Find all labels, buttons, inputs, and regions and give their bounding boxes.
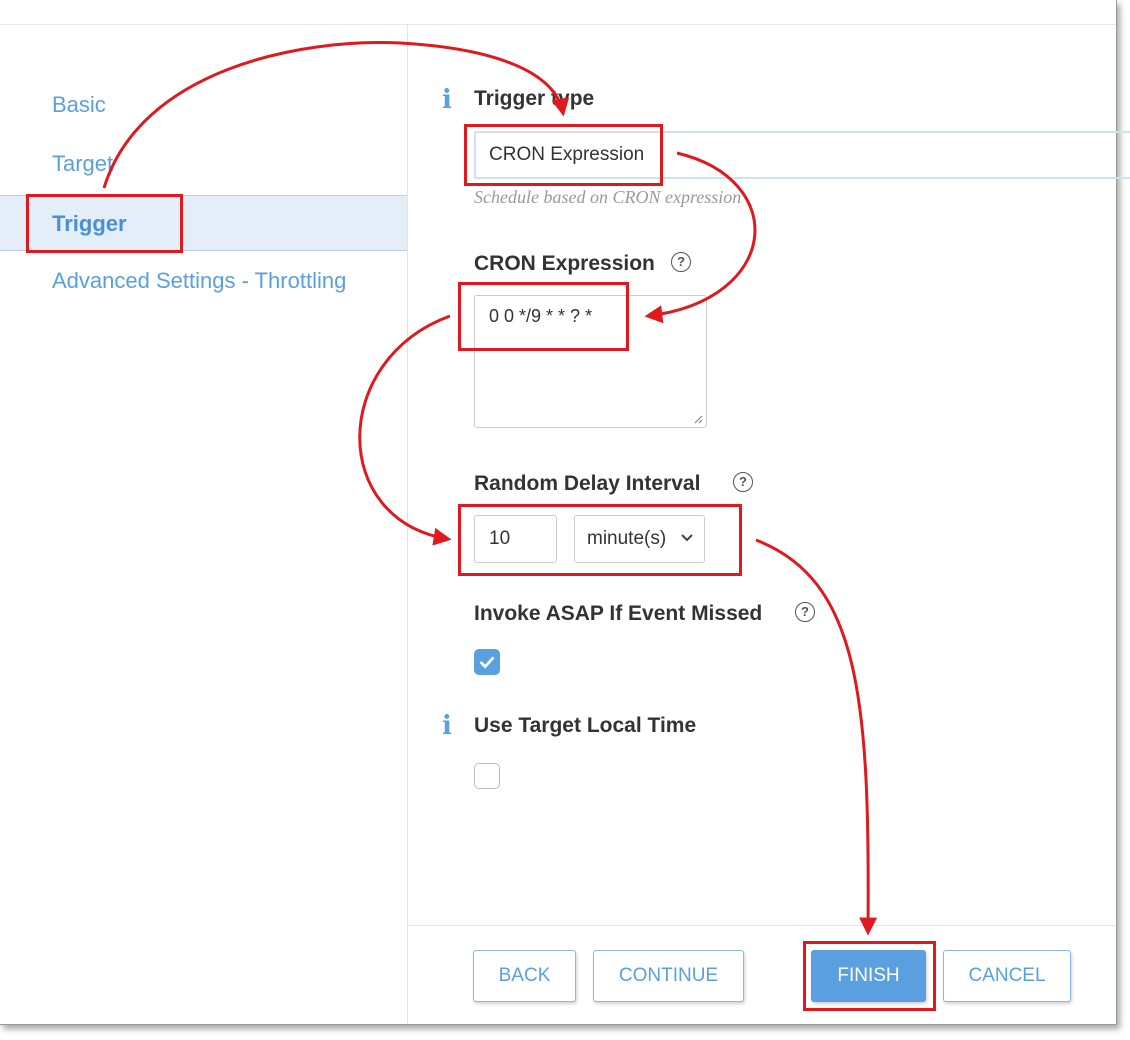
invoke-asap-label: Invoke ASAP If Event Missed <box>474 602 763 625</box>
help-icon[interactable]: ? <box>671 252 691 272</box>
info-icon[interactable]: i <box>442 711 452 741</box>
help-icon[interactable]: ? <box>795 602 815 622</box>
footer-divider <box>408 925 1116 926</box>
top-divider <box>0 24 1116 25</box>
cancel-button[interactable]: CANCEL <box>943 950 1071 1002</box>
back-button[interactable]: BACK <box>473 950 576 1002</box>
cron-expression-textarea[interactable]: 0 0 */9 * * ? * <box>474 295 707 428</box>
cron-expression-value: 0 0 */9 * * ? * <box>489 306 593 326</box>
sidebar-item-trigger[interactable]: Trigger <box>0 195 407 251</box>
use-local-time-checkbox[interactable] <box>474 763 500 789</box>
chevron-down-icon <box>681 534 693 542</box>
delay-unit-value: minute(s) <box>587 528 667 549</box>
sidebar-item-basic[interactable]: Basic <box>52 92 106 117</box>
finish-button[interactable]: FINISH <box>811 950 926 1002</box>
sidebar-item-target[interactable]: Target <box>52 151 114 176</box>
invoke-asap-checkbox[interactable] <box>474 649 500 675</box>
cron-expression-label: CRON Expression <box>474 252 655 275</box>
help-icon[interactable]: ? <box>733 472 753 492</box>
trigger-type-select[interactable]: CRON Expression <box>474 131 1130 179</box>
continue-button[interactable]: CONTINUE <box>593 950 744 1002</box>
random-delay-label: Random Delay Interval <box>474 472 701 495</box>
wizard-sidebar: Basic Target Trigger Advanced Settings -… <box>0 25 408 1024</box>
sidebar-item-advanced-throttling[interactable]: Advanced Settings - Throttling <box>52 268 347 293</box>
trigger-settings-panel: i Trigger type CRON Expression Schedule … <box>408 25 1130 1024</box>
use-local-time-label: Use Target Local Time <box>474 714 697 737</box>
trigger-type-hint: Schedule based on CRON expression <box>474 187 742 207</box>
trigger-type-label: Trigger type <box>474 87 595 110</box>
resize-grip-icon[interactable] <box>694 415 703 424</box>
info-icon[interactable]: i <box>442 85 452 115</box>
delay-unit-select[interactable]: minute(s) <box>574 515 705 563</box>
checkmark-icon <box>479 656 495 669</box>
delay-value-input[interactable]: 10 <box>474 515 557 563</box>
